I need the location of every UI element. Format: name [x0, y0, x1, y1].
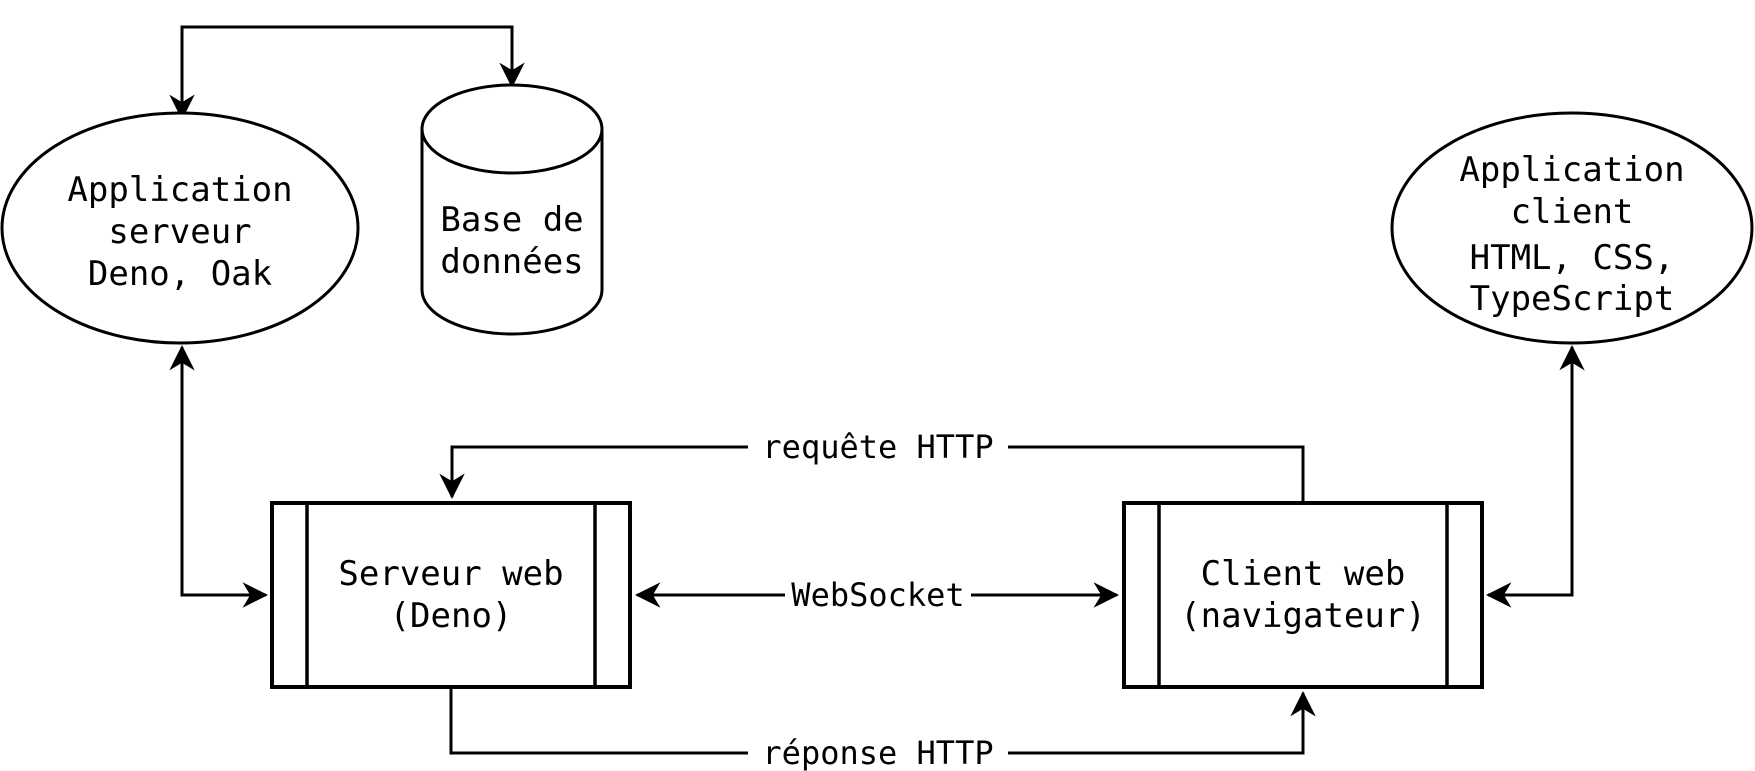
database-cylinder-top	[420, 83, 604, 175]
app-client-label-line2: client	[1511, 192, 1634, 232]
edge-label-requete-http: requête HTTP	[748, 427, 1008, 467]
web-server-box	[270, 501, 632, 689]
app-client-label-line1: Application	[1459, 150, 1684, 190]
web-server-label-line2: (Deno)	[390, 596, 513, 636]
node-web-server: Serveur web (Deno)	[270, 501, 632, 689]
web-client-label-line1: Client web	[1201, 554, 1406, 594]
node-web-client: Client web (navigateur)	[1122, 501, 1484, 689]
database-label-line1: Base de	[440, 200, 583, 240]
app-client-ellipse	[1390, 111, 1754, 345]
app-server-ellipse	[0, 111, 360, 345]
edge-label-bg	[748, 735, 1008, 771]
edge-label-text: WebSocket	[791, 576, 964, 614]
node-app-client: Application client HTML, CSS, TypeScript	[1390, 111, 1754, 345]
database-label-line2: données	[440, 242, 583, 282]
app-client-label-line3: HTML, CSS,	[1470, 238, 1675, 278]
app-server-label-line3: Deno, Oak	[88, 254, 272, 294]
edge-label-bg	[748, 427, 1008, 467]
edge-app-server-database	[169, 25, 525, 121]
node-database: Base de données	[420, 83, 604, 336]
app-client-label-line4: TypeScript	[1470, 279, 1675, 319]
app-server-label-line2: serveur	[108, 212, 251, 252]
edge-label-text: réponse HTTP	[762, 734, 993, 771]
app-server-label-line1: Application	[67, 170, 292, 210]
edge-app-client-web-client	[1485, 344, 1585, 608]
edge-label-websocket: WebSocket	[785, 575, 971, 615]
web-client-box	[1122, 501, 1484, 689]
edge-label-bg	[785, 575, 971, 615]
web-server-label-line1: Serveur web	[338, 554, 563, 594]
edge-app-server-web-server	[169, 344, 269, 608]
edge-label-reponse-http: réponse HTTP	[748, 734, 1008, 771]
database-cylinder-body	[420, 129, 604, 336]
edge-label-text: requête HTTP	[762, 428, 993, 466]
node-app-server: Application serveur Deno, Oak	[0, 111, 360, 345]
web-client-label-line2: (navigateur)	[1180, 596, 1426, 636]
